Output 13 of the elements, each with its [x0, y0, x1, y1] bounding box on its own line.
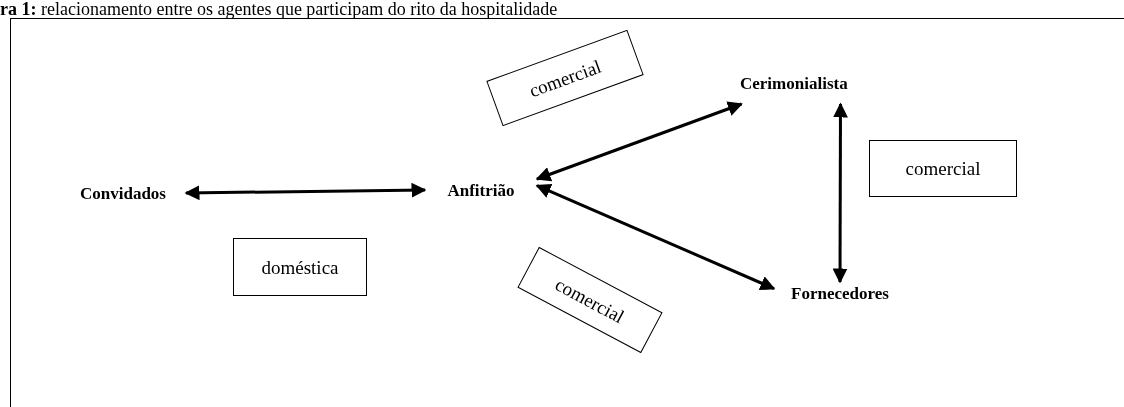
double-arrow	[832, 102, 848, 284]
node-text: Anfitrião	[447, 181, 515, 199]
double-arrow	[184, 182, 427, 201]
figure-title: ra 1: relacionamento entre os agentes que participam do rito da hospitalidade	[0, 0, 558, 18]
node-text: comercial	[905, 159, 981, 178]
node-text: Convidados	[80, 184, 166, 202]
node-text: doméstica	[261, 257, 339, 277]
double-arrow	[535, 184, 776, 291]
node-text: Fornecedores	[791, 284, 889, 302]
double-arrow	[535, 101, 743, 182]
relation-box	[233, 238, 367, 296]
relation-box	[869, 140, 1017, 197]
node-text: Cerimonialista	[740, 75, 848, 92]
